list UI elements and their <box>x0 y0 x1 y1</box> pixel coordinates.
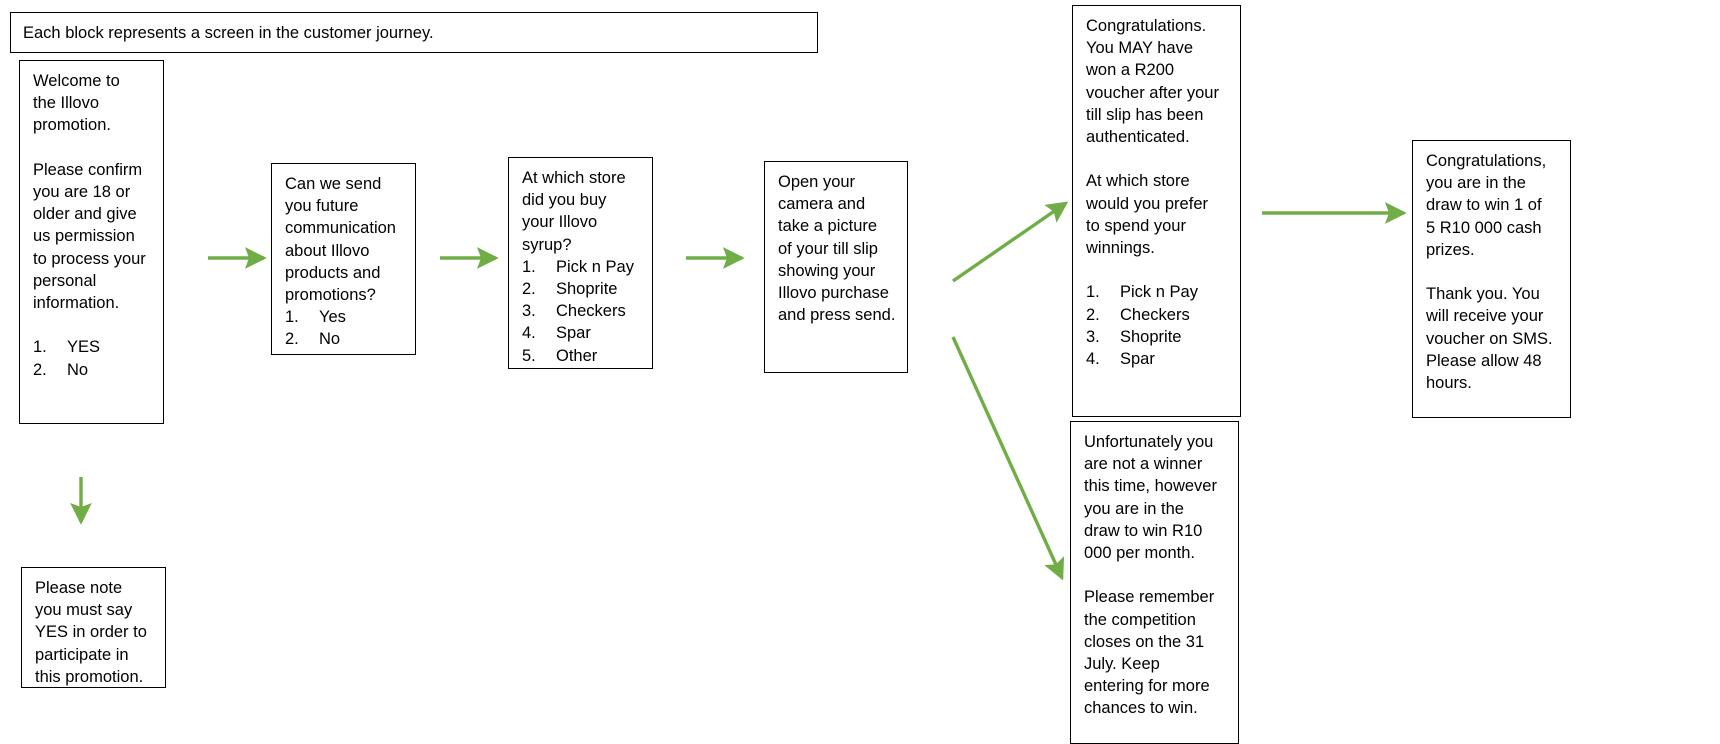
legend-banner-text: Each block represents a screen in the cu… <box>23 24 434 42</box>
store-option-5[interactable]: 5. Other <box>522 345 641 367</box>
option-number: 1. <box>522 257 536 276</box>
winner-store-question-text: At which store would you prefer to spend… <box>1086 172 1208 258</box>
legend-banner: Each block represents a screen in the cu… <box>10 12 818 53</box>
winner-congrats-text: Congratulations. You MAY have won a R200… <box>1086 17 1219 147</box>
option-label: Spar <box>556 324 591 343</box>
welcome-intro-text: Welcome to the Illovo promotion. <box>33 72 120 135</box>
welcome-option-1[interactable]: 1. YES <box>33 336 152 358</box>
camera-instruction-text: Open your camera and take a picture of y… <box>778 173 896 325</box>
option-number: 5. <box>522 346 536 365</box>
option-number: 1. <box>1086 283 1100 302</box>
option-number: 2. <box>33 360 47 379</box>
loser-message-text: Unfortunately you are not a winner this … <box>1084 433 1217 563</box>
winner-options-list: 1. Pick n Pay 2. Checkers 3. Shoprite 4.… <box>1086 281 1229 370</box>
loser-reminder-text: Please remember the competition closes o… <box>1084 588 1215 718</box>
screen-welcome[interactable]: Welcome to the Illovo promotion. Please … <box>19 60 164 424</box>
spacer <box>1426 261 1559 283</box>
option-label: Checkers <box>556 302 626 321</box>
option-label: Other <box>556 346 598 365</box>
welcome-options-list: 1. YES 2. No <box>33 336 152 380</box>
option-label: Spar <box>1120 350 1155 369</box>
winner-option-3[interactable]: 3. Shoprite <box>1086 326 1229 348</box>
screen-store-of-purchase[interactable]: At which store did you buy your Illovo s… <box>508 157 653 369</box>
screen-final-confirmation[interactable]: Congratulations, you are in the draw to … <box>1412 140 1571 418</box>
spacer <box>1084 564 1227 586</box>
welcome-option-2[interactable]: 2. No <box>33 359 152 381</box>
screen-winner-voucher[interactable]: Congratulations. You MAY have won a R200… <box>1072 5 1241 417</box>
store-question-text: At which store did you buy your Illovo s… <box>522 169 626 254</box>
store-option-4[interactable]: 4. Spar <box>522 322 641 344</box>
screen-marketing-consent[interactable]: Can we send you future communication abo… <box>271 163 416 355</box>
option-number: 4. <box>522 324 536 343</box>
winner-option-2[interactable]: 2. Checkers <box>1086 304 1229 326</box>
option-label: Shoprite <box>556 280 618 299</box>
option-number: 4. <box>1086 350 1100 369</box>
spacer <box>33 137 152 159</box>
spacer <box>33 314 152 336</box>
arrow-camera-to-loser <box>951 336 1065 581</box>
option-label: Pick n Pay <box>1120 283 1198 302</box>
option-number: 2. <box>522 280 536 299</box>
screen-not-a-winner[interactable]: Unfortunately you are not a winner this … <box>1070 421 1239 744</box>
option-number: 3. <box>522 302 536 321</box>
please-note-text: Please note you must say YES in order to… <box>35 579 147 686</box>
store-options-list: 1. Pick n Pay 2. Shoprite 3. Checkers 4.… <box>522 256 641 367</box>
option-number: 3. <box>1086 327 1100 346</box>
store-option-1[interactable]: 1. Pick n Pay <box>522 256 641 278</box>
final-congrats-text: Congratulations, you are in the draw to … <box>1426 152 1547 259</box>
option-label: Shoprite <box>1120 327 1182 346</box>
store-option-2[interactable]: 2. Shoprite <box>522 278 641 300</box>
spacer <box>1086 259 1229 281</box>
option-number: 1. <box>285 308 299 327</box>
option-number: 2. <box>285 330 299 349</box>
screen-please-note[interactable]: Please note you must say YES in order to… <box>21 567 166 688</box>
option-label: Yes <box>319 308 346 327</box>
option-label: No <box>319 330 341 349</box>
option-number: 2. <box>1086 305 1100 324</box>
option-label: No <box>67 360 89 379</box>
welcome-consent-text: Please confirm you are 18 or older and g… <box>33 160 146 313</box>
final-thanks-text: Thank you. You will receive your voucher… <box>1426 285 1553 393</box>
winner-option-4[interactable]: 4. Spar <box>1086 348 1229 370</box>
spacer <box>1086 148 1229 170</box>
option-label: Checkers <box>1120 305 1190 324</box>
consent-option-1[interactable]: 1. Yes <box>285 306 404 328</box>
arrow-camera-to-winner <box>952 201 1069 283</box>
consent-option-2[interactable]: 2. No <box>285 328 404 350</box>
option-number: 1. <box>33 338 47 357</box>
option-label: YES <box>67 338 101 357</box>
consent-question-text: Can we send you future communication abo… <box>285 175 396 305</box>
screen-upload-till-slip[interactable]: Open your camera and take a picture of y… <box>764 161 908 373</box>
option-label: Pick n Pay <box>556 257 634 276</box>
winner-option-1[interactable]: 1. Pick n Pay <box>1086 281 1229 303</box>
consent-options-list: 1. Yes 2. No <box>285 306 404 350</box>
store-option-3[interactable]: 3. Checkers <box>522 300 641 322</box>
